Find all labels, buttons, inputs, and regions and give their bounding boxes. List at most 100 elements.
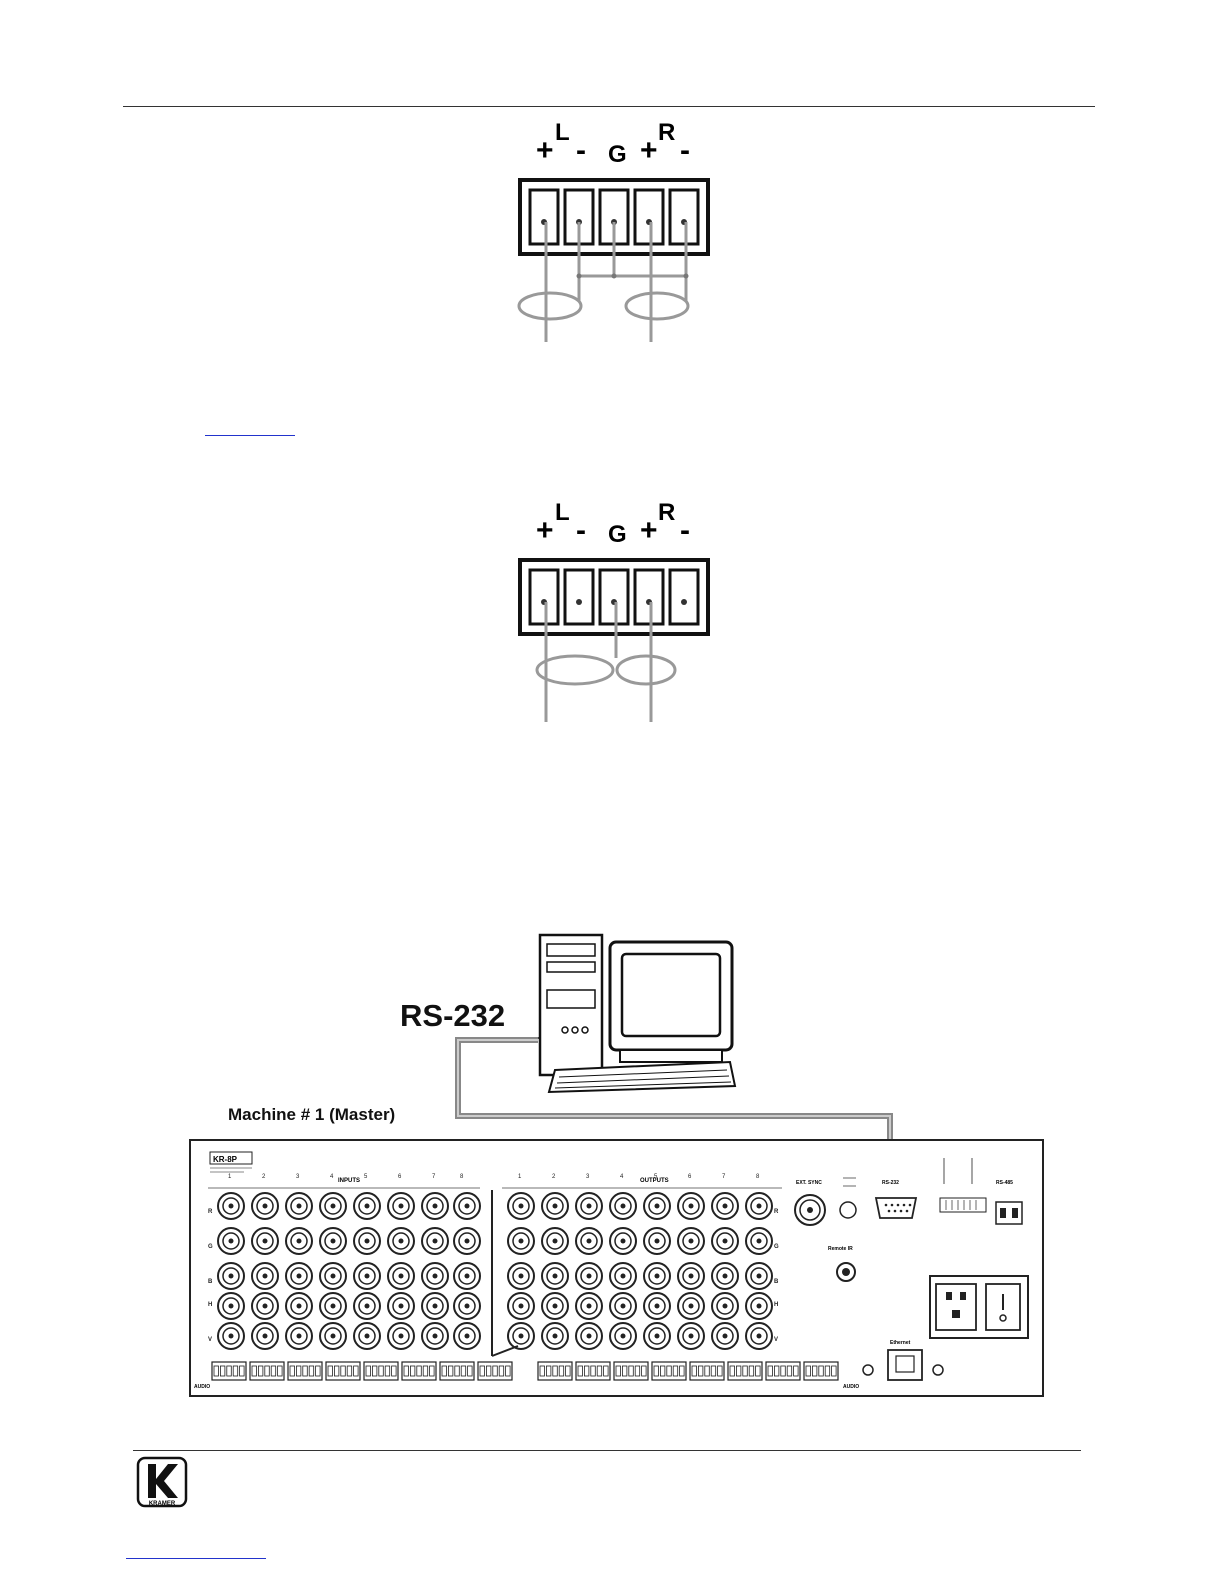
bnc-connector bbox=[644, 1228, 670, 1254]
audio-terminal-pin bbox=[622, 1366, 627, 1376]
audio-terminal-pin bbox=[290, 1366, 295, 1376]
audio-terminal-pin bbox=[597, 1366, 602, 1376]
bnc-connector bbox=[712, 1293, 738, 1319]
audio-terminal-pin bbox=[366, 1366, 371, 1376]
audio-terminal-pin bbox=[566, 1366, 571, 1376]
audio-terminal-pin bbox=[265, 1366, 270, 1376]
bnc-connector bbox=[678, 1228, 704, 1254]
audio-terminal-pin bbox=[642, 1366, 647, 1376]
bnc-connector bbox=[422, 1263, 448, 1289]
ground-label: G bbox=[608, 141, 627, 168]
audio-terminal-pin bbox=[278, 1366, 283, 1376]
audio-terminal-pin bbox=[540, 1366, 545, 1376]
audio-terminal-pin bbox=[730, 1366, 735, 1376]
bnc-connector bbox=[678, 1193, 704, 1219]
minus-left-label: - bbox=[576, 134, 586, 167]
kramer-logo-text: KRAMER bbox=[149, 1501, 176, 1507]
bnc-connector bbox=[354, 1293, 380, 1319]
bnc-connector bbox=[508, 1193, 534, 1219]
audio-terminal-pin bbox=[341, 1366, 346, 1376]
bnc-connector bbox=[712, 1323, 738, 1349]
bnc-connector bbox=[576, 1263, 602, 1289]
row-r-right: R bbox=[774, 1209, 779, 1215]
bnc-connector bbox=[320, 1193, 346, 1219]
audio-terminal-pin bbox=[616, 1366, 621, 1376]
audio-terminal-pin bbox=[718, 1366, 723, 1376]
audio-terminal-pin bbox=[240, 1366, 245, 1376]
audio-terminal-pin bbox=[768, 1366, 773, 1376]
minus-left-label: - bbox=[576, 514, 586, 547]
bnc-connector bbox=[422, 1293, 448, 1319]
audio-terminal-pin bbox=[480, 1366, 485, 1376]
bnc-connector bbox=[644, 1323, 670, 1349]
bnc-connector bbox=[454, 1193, 480, 1219]
bnc-connector bbox=[218, 1323, 244, 1349]
bnc-connector bbox=[252, 1193, 278, 1219]
bnc-connector bbox=[354, 1193, 380, 1219]
audio-terminal-pin bbox=[812, 1366, 817, 1376]
audio-terminal-pin bbox=[825, 1366, 830, 1376]
footer-link[interactable] bbox=[126, 1558, 266, 1559]
rs232-port-label: RS-232 bbox=[882, 1180, 899, 1186]
ext-sync-label: EXT. SYNC bbox=[796, 1180, 822, 1186]
audio-terminal-pin bbox=[493, 1366, 498, 1376]
audio-terminal-pin bbox=[385, 1366, 390, 1376]
bnc-connector bbox=[320, 1263, 346, 1289]
audio-label-right: AUDIO bbox=[843, 1384, 859, 1390]
bnc-connector bbox=[320, 1323, 346, 1349]
bnc-connector bbox=[610, 1193, 636, 1219]
bnc-connector bbox=[644, 1293, 670, 1319]
bnc-connector bbox=[542, 1323, 568, 1349]
minus-right-label: - bbox=[680, 134, 690, 167]
right-channel-label: R bbox=[658, 499, 675, 526]
audio-terminal-pin bbox=[711, 1366, 716, 1376]
bnc-connector bbox=[320, 1293, 346, 1319]
audio-terminal-pin bbox=[553, 1366, 558, 1376]
footer-rule bbox=[133, 1450, 1081, 1451]
audio-terminal-pin bbox=[423, 1366, 428, 1376]
bnc-connector bbox=[286, 1323, 312, 1349]
audio-terminal-pin bbox=[227, 1366, 232, 1376]
audio-terminal-pin bbox=[214, 1366, 219, 1376]
audio-terminal-pin bbox=[667, 1366, 672, 1376]
audio-terminal-pin bbox=[303, 1366, 308, 1376]
audio-terminal-pin bbox=[328, 1366, 333, 1376]
audio-terminal-pin bbox=[392, 1366, 397, 1376]
bnc-connector bbox=[286, 1293, 312, 1319]
audio-terminal-pin bbox=[819, 1366, 824, 1376]
audio-terminal-pin bbox=[468, 1366, 473, 1376]
audio-terminal-pin bbox=[404, 1366, 409, 1376]
audio-terminal-pin bbox=[430, 1366, 435, 1376]
bnc-connector bbox=[542, 1293, 568, 1319]
audio-terminal-pin bbox=[379, 1366, 384, 1376]
bnc-connector bbox=[712, 1263, 738, 1289]
audio-terminal-pin bbox=[787, 1366, 792, 1376]
bnc-connector bbox=[746, 1263, 772, 1289]
bnc-connector bbox=[218, 1193, 244, 1219]
bnc-connector bbox=[712, 1228, 738, 1254]
bnc-connector bbox=[542, 1228, 568, 1254]
audio-terminal-pin bbox=[271, 1366, 276, 1376]
audio-terminal-pin bbox=[546, 1366, 551, 1376]
row-v-right: V bbox=[774, 1337, 778, 1343]
audio-terminal-pin bbox=[220, 1366, 225, 1376]
cross-reference-link[interactable] bbox=[205, 435, 295, 436]
audio-terminal-pin bbox=[680, 1366, 685, 1376]
bnc-connector bbox=[388, 1228, 414, 1254]
bnc-connector bbox=[320, 1228, 346, 1254]
right-channel-label: R bbox=[658, 119, 675, 146]
bnc-connector bbox=[678, 1263, 704, 1289]
audio-terminal-pin bbox=[499, 1366, 504, 1376]
bnc-connector bbox=[286, 1228, 312, 1254]
audio-terminal-diagram-unbalanced: + L - G + R - bbox=[500, 490, 730, 730]
bnc-connector bbox=[388, 1293, 414, 1319]
plus-right-label: + bbox=[640, 134, 658, 167]
audio-terminal-pin bbox=[781, 1366, 786, 1376]
audio-terminal-pin bbox=[354, 1366, 359, 1376]
bnc-connector bbox=[454, 1323, 480, 1349]
bnc-connector bbox=[286, 1263, 312, 1289]
audio-terminal-diagram-balanced: + L - G + R - bbox=[500, 110, 730, 350]
bnc-connector bbox=[454, 1263, 480, 1289]
machine-master-label: Machine # 1 (Master) bbox=[228, 1105, 395, 1125]
audio-terminal-pin bbox=[486, 1366, 491, 1376]
